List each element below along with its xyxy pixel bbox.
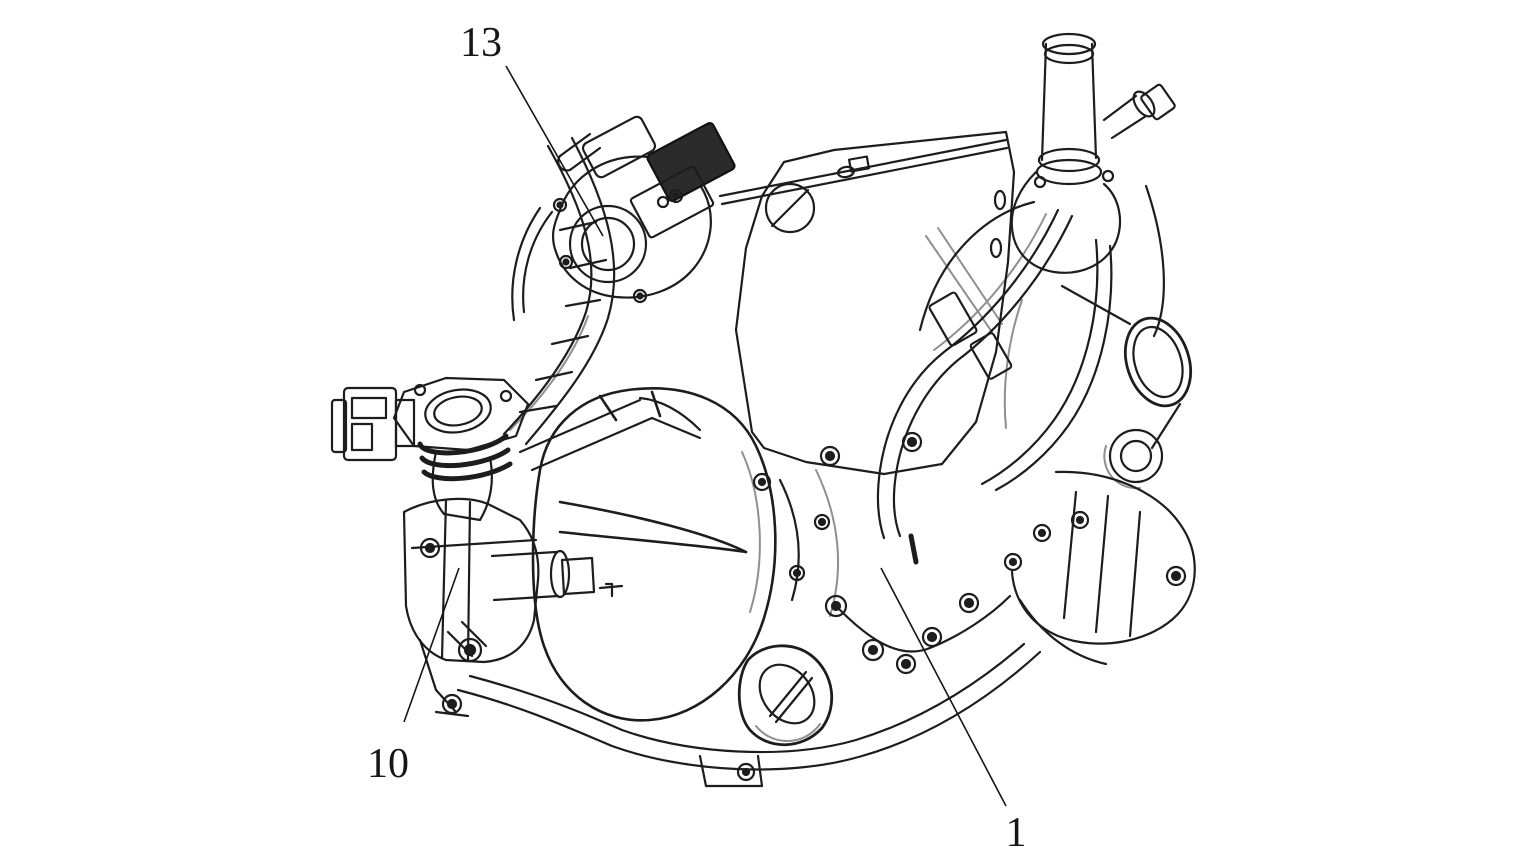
callouts: 13 10 1 bbox=[367, 20, 1027, 856]
callout-1-label: 1 bbox=[1006, 810, 1027, 856]
callout-10: 10 bbox=[367, 567, 460, 787]
clutch-cover bbox=[531, 387, 777, 722]
fastener-bolts bbox=[752, 431, 1052, 675]
left-throttle-body bbox=[330, 376, 530, 522]
accent-lines bbox=[509, 213, 1141, 743]
callout-1-leader-line bbox=[880, 567, 1007, 807]
water-pump-assembly bbox=[402, 497, 624, 718]
engine-illustration bbox=[330, 32, 1196, 788]
intake-frame-bracket bbox=[502, 136, 702, 472]
callout-13-label: 13 bbox=[460, 20, 502, 66]
crankcase-panel bbox=[638, 130, 1016, 602]
right-cylinder bbox=[1010, 284, 1196, 666]
callout-1: 1 bbox=[880, 567, 1027, 856]
lower-crankcase bbox=[456, 594, 1042, 788]
upper-right-brackets bbox=[928, 291, 1013, 380]
callout-10-leader-line bbox=[403, 567, 460, 723]
filler-neck-and-hoses bbox=[876, 32, 1176, 540]
callout-13-leader-line bbox=[505, 65, 604, 237]
callout-10-label: 10 bbox=[367, 741, 409, 787]
upper-throttle-body bbox=[511, 115, 736, 322]
callout-13: 13 bbox=[460, 20, 604, 237]
